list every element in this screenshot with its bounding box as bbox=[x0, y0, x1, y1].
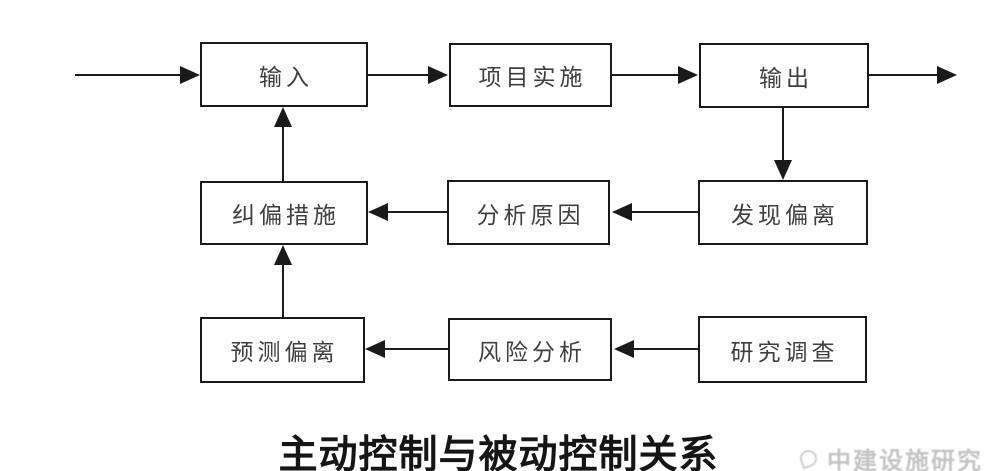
arrow-line bbox=[383, 348, 448, 350]
arrowhead-right-icon bbox=[937, 66, 957, 84]
watermark-text: 中建设施研究 bbox=[827, 448, 983, 471]
arrow-line bbox=[632, 348, 698, 350]
arrowhead-up-icon bbox=[274, 107, 292, 127]
node-predict-deviation: 预测偏离 bbox=[200, 317, 365, 383]
arrow-line bbox=[386, 211, 447, 213]
arrowhead-right-icon bbox=[180, 66, 200, 84]
arrowhead-left-icon bbox=[612, 203, 632, 221]
diagram-title: 主动控制与被动控制关系 bbox=[278, 434, 719, 471]
arrow-line bbox=[282, 265, 284, 317]
arrow-line bbox=[612, 74, 680, 76]
arrowhead-left-icon bbox=[365, 340, 385, 358]
arrow-line bbox=[869, 74, 939, 76]
arrow-line bbox=[282, 127, 284, 181]
watermark: 中建设施研究 bbox=[800, 447, 997, 471]
arrowhead-right-icon bbox=[678, 66, 698, 84]
node-risk-analysis-label: 风险分析 bbox=[478, 338, 586, 365]
arrow-line bbox=[630, 211, 698, 213]
node-detect-deviation-label: 发现偏离 bbox=[731, 201, 839, 228]
arrowhead-up-icon bbox=[274, 245, 292, 265]
node-project-implementation-label: 项目实施 bbox=[478, 64, 587, 90]
node-research-investigation: 研究调查 bbox=[698, 316, 867, 383]
node-output-label: 输出 bbox=[759, 64, 813, 91]
node-corrective-measures-label: 纠偏措施 bbox=[232, 202, 340, 228]
arrow-line bbox=[75, 74, 182, 76]
node-corrective-measures: 纠偏措施 bbox=[200, 181, 368, 245]
arrowhead-left-icon bbox=[368, 203, 388, 221]
node-input: 输入 bbox=[200, 42, 368, 107]
arrow-line bbox=[368, 74, 430, 76]
node-output: 输出 bbox=[699, 43, 869, 108]
node-detect-deviation: 发现偏离 bbox=[698, 180, 868, 245]
arrowhead-down-icon bbox=[774, 160, 792, 180]
swoosh-logo-icon bbox=[800, 447, 820, 470]
node-input-label: 输入 bbox=[259, 63, 313, 90]
node-analyze-causes: 分析原因 bbox=[447, 180, 610, 245]
node-analyze-causes-label: 分析原因 bbox=[476, 201, 585, 228]
node-risk-analysis: 风险分析 bbox=[448, 318, 612, 381]
arrowhead-right-icon bbox=[428, 66, 448, 84]
arrowhead-left-icon bbox=[614, 340, 634, 358]
node-research-investigation-label: 研究调查 bbox=[730, 338, 839, 365]
node-predict-deviation-label: 预测偏离 bbox=[230, 339, 339, 365]
arrow-line bbox=[782, 108, 784, 162]
node-project-implementation: 项目实施 bbox=[449, 43, 612, 107]
